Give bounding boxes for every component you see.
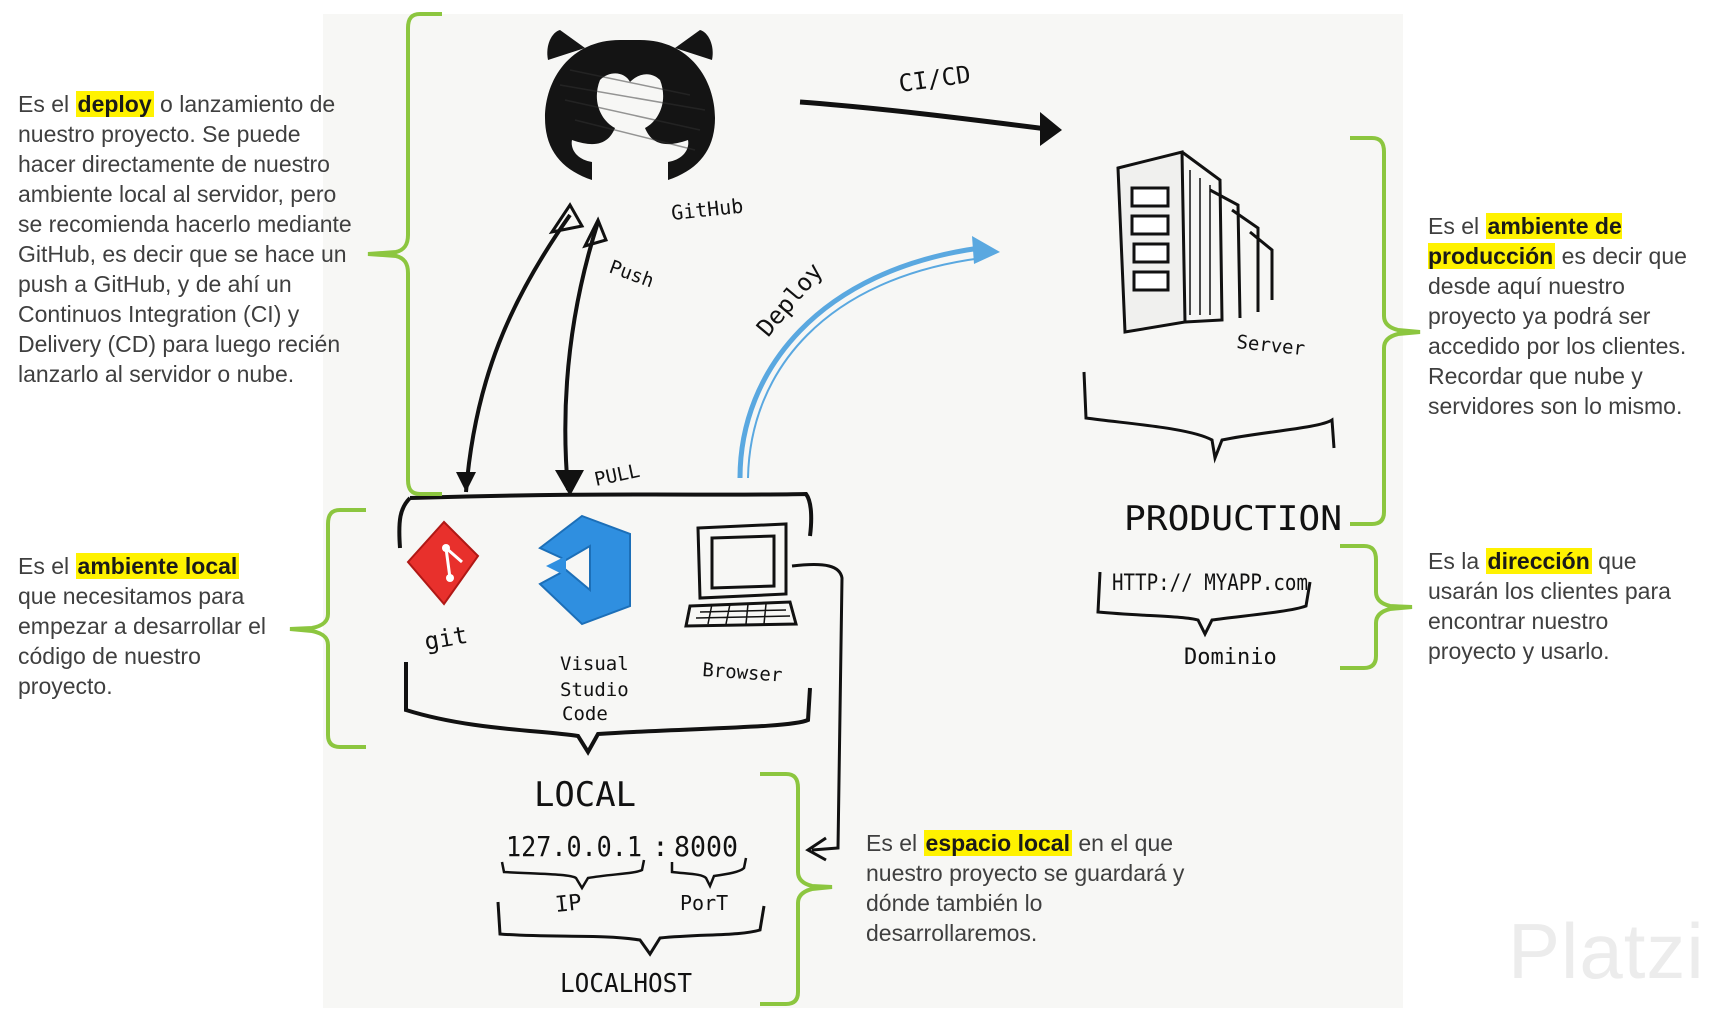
production-label: PRODUCTION — [1124, 499, 1342, 539]
deploy-arrow — [737, 245, 981, 479]
port-value: 8000 — [674, 830, 738, 863]
colon: : — [652, 830, 669, 863]
espacio-local-description: Es el espacio local en el que nuestro pr… — [866, 830, 1185, 946]
ip-brace — [500, 859, 646, 891]
vscode-icon — [538, 514, 631, 626]
local-label: LOCAL — [534, 775, 636, 815]
produccion-description: Es el ambiente de producción es decir qu… — [1428, 213, 1687, 419]
url-brace — [1096, 571, 1312, 638]
git-label: git — [422, 621, 470, 656]
pull-label: PULL — [592, 460, 641, 491]
espacio-local-bracket — [760, 772, 833, 1006]
espacio-local-highlight: espacio local — [923, 830, 1072, 856]
deploy-bracket — [367, 12, 442, 496]
github-label: GitHub — [670, 194, 744, 225]
port-brace — [670, 857, 748, 890]
deploy-highlight: deploy — [75, 91, 154, 117]
direccion-highlight: dirección — [1485, 548, 1592, 574]
vscode-label-1: Visual — [560, 653, 629, 675]
port-label: PorT — [680, 891, 728, 915]
local-box — [397, 491, 814, 756]
direccion-description: Es la dirección que usarán los clientes … — [1428, 548, 1671, 664]
git-github-arrow — [464, 213, 572, 493]
localhost-label: LOCALHOST — [560, 969, 692, 999]
ip-label: IP — [554, 890, 583, 918]
server-icon — [1116, 150, 1274, 334]
vscode-label-2: Studio — [560, 679, 629, 701]
browser-icon — [684, 522, 798, 628]
git-icon — [406, 520, 480, 606]
sketch-sheet — [323, 14, 1403, 1008]
push-label: Push — [606, 256, 657, 292]
local-bracket — [289, 508, 366, 749]
ip-value: 127.0.0.1 — [506, 830, 642, 863]
dominio-label: Dominio — [1184, 645, 1277, 670]
production-brace — [1082, 371, 1336, 464]
ci-cd-arrow — [799, 99, 1059, 135]
platzi-watermark: Platzi — [1508, 907, 1705, 995]
browser-label: Browser — [702, 659, 783, 687]
deploy-label: Deploy — [751, 257, 828, 341]
production-bracket — [1350, 136, 1421, 526]
github-icon — [545, 30, 715, 180]
ambiente-local-highlight: ambiente local — [75, 553, 240, 579]
dominio-bracket — [1340, 544, 1413, 670]
ci-cd-label: CI/CD — [897, 60, 972, 98]
server-label: Server — [1235, 331, 1306, 360]
deploy-description: Es el deploy o lanzamiento de nuestro pr… — [18, 91, 352, 387]
ambiente-local-description: Es el ambiente local que necesitamos par… — [18, 553, 267, 699]
localhost-brace — [496, 901, 766, 957]
push-pull-arrow — [563, 221, 600, 491]
url-label: HTTP:// MYAPP.com — [1112, 571, 1308, 596]
vscode-label-3: Code — [562, 703, 608, 725]
